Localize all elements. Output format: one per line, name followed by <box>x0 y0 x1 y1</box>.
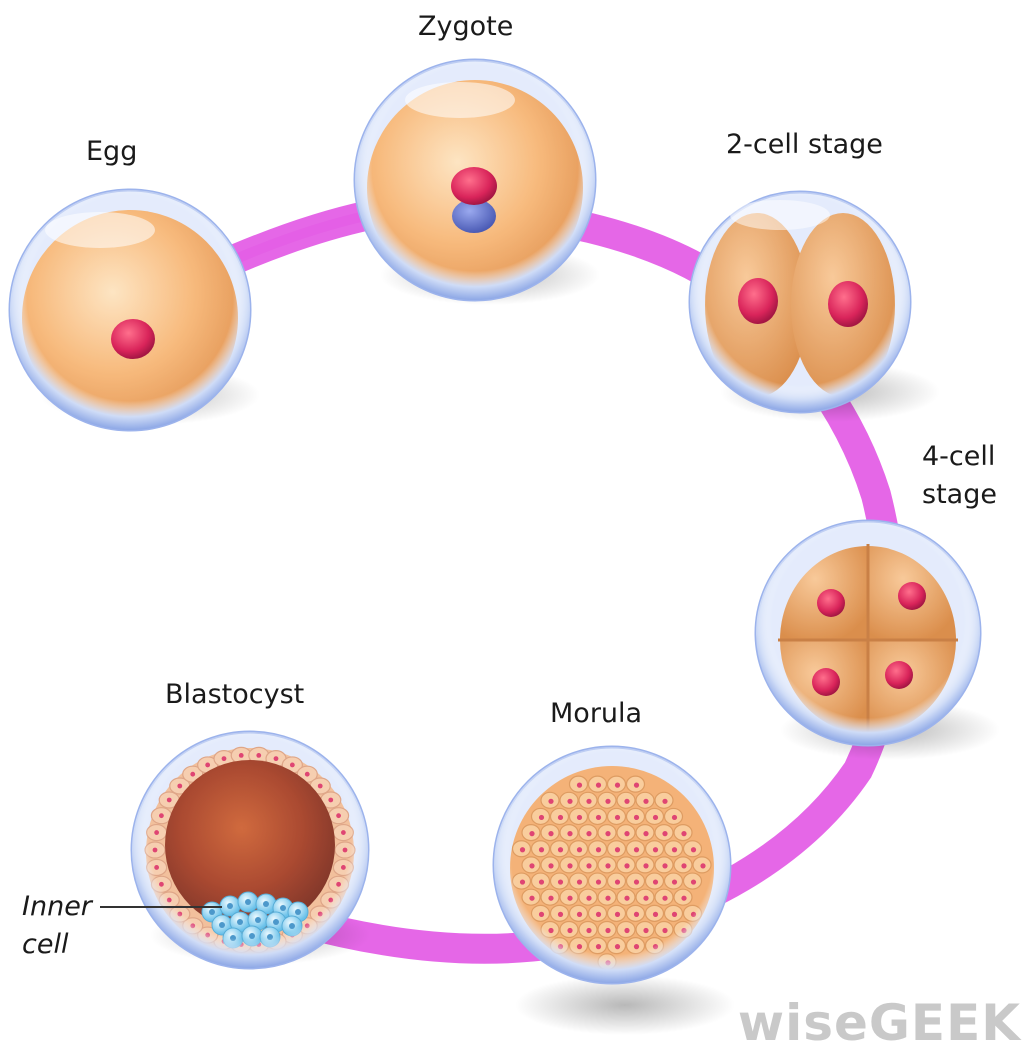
label-zygote: Zygote <box>418 10 513 44</box>
female-pronucleus <box>451 167 497 205</box>
egg-cell <box>10 190 250 430</box>
label-two-cell: 2-cell stage <box>726 128 883 162</box>
label-morula: Morula <box>550 697 642 731</box>
label-inner-cell-1: Inner <box>22 890 92 924</box>
label-four-cell-2: stage <box>922 478 997 512</box>
four-cell-stage <box>756 521 980 745</box>
label-egg: Egg <box>86 135 137 169</box>
zygote-cell <box>355 60 595 300</box>
blastocyst <box>132 732 368 968</box>
label-four-cell-1: 4-cell <box>922 440 995 474</box>
two-cell-stage <box>690 192 910 412</box>
morula <box>494 747 730 983</box>
label-blastocyst: Blastocyst <box>165 678 304 712</box>
egg-nucleus <box>111 319 155 359</box>
label-inner-cell-2: cell <box>22 928 68 962</box>
watermark: wiseGEEK <box>738 994 1021 1052</box>
